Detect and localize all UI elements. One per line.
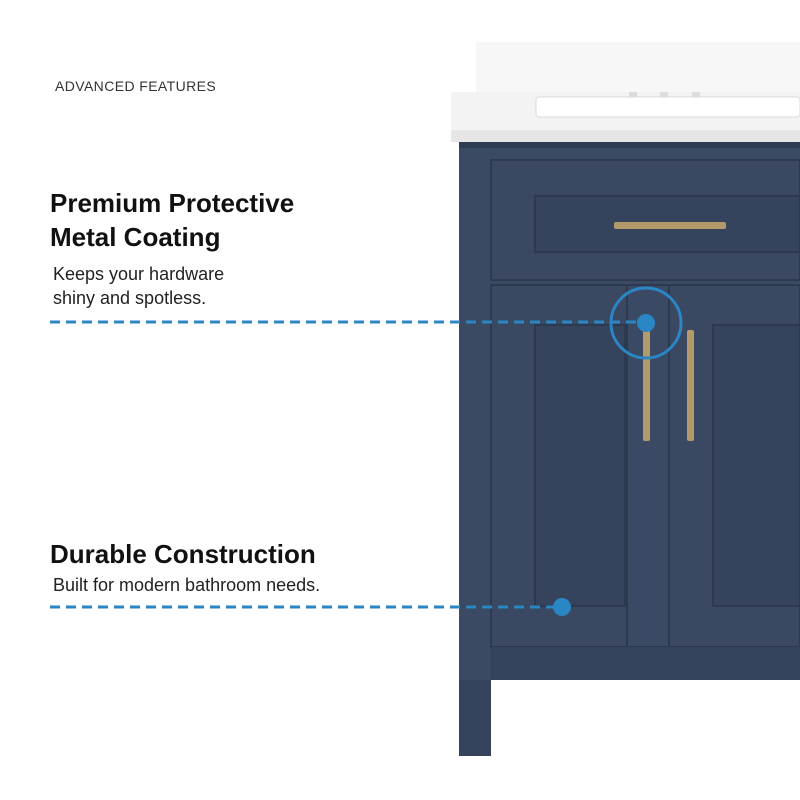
faucet-hole-2 bbox=[660, 92, 668, 97]
feature-title-construction: Durable Construction bbox=[50, 539, 316, 569]
drawer-pull bbox=[614, 222, 726, 229]
callout-dot-icon bbox=[553, 598, 571, 616]
right-door-panel bbox=[712, 324, 800, 607]
countertop-edge bbox=[451, 130, 800, 142]
feature-desc-coating: Keeps your hardware shiny and spotless. bbox=[53, 262, 224, 310]
cabinet-shadow bbox=[459, 142, 800, 148]
section-label: ADVANCED FEATURES bbox=[55, 78, 217, 94]
base-rail bbox=[491, 647, 800, 680]
feature-desc-line: shiny and spotless. bbox=[53, 288, 207, 308]
feature-desc-line: Keeps your hardware bbox=[53, 264, 225, 284]
faucet-hole-3 bbox=[692, 92, 700, 97]
cabinet-left-leg bbox=[459, 680, 491, 756]
feature-desc-construction: Built for modern bathroom needs. bbox=[53, 575, 321, 595]
left-door-panel bbox=[534, 324, 626, 607]
backsplash bbox=[476, 42, 800, 94]
feature-title-line: Metal Coating bbox=[50, 222, 221, 252]
feature-title-line: Premium Protective bbox=[50, 188, 295, 218]
feature-title-coating: Premium Protective Metal Coating bbox=[50, 186, 294, 254]
callout-dot-icon bbox=[637, 314, 655, 332]
left-door-pull bbox=[643, 325, 650, 441]
right-door-pull bbox=[687, 330, 694, 441]
faucet-hole-1 bbox=[629, 92, 637, 97]
sink-opening bbox=[535, 96, 800, 118]
callout-ring-icon bbox=[609, 286, 683, 360]
